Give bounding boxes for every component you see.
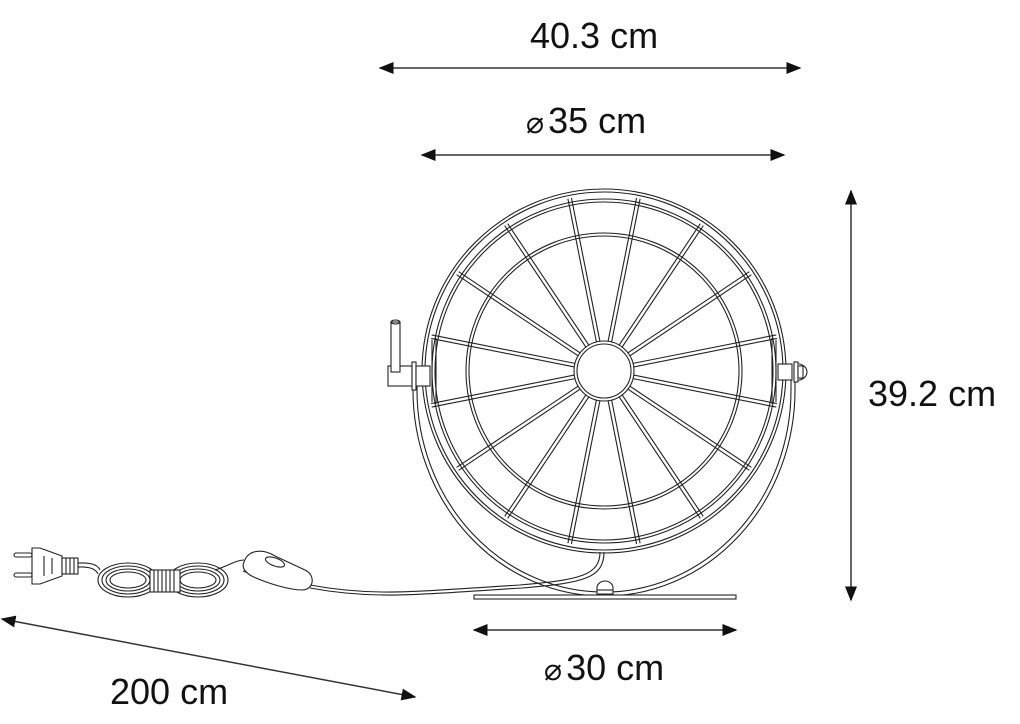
base-plate bbox=[473, 580, 737, 600]
lamp bbox=[13, 188, 808, 600]
center-hub bbox=[573, 340, 635, 402]
adjustment-knob bbox=[387, 319, 431, 391]
shade-diameter-label: ⌀35 cm bbox=[526, 103, 646, 139]
cord-length-label: 200 cm bbox=[110, 674, 228, 710]
overall-width-value: 40.3 cm bbox=[530, 15, 659, 56]
shade-diameter-value: 35 cm bbox=[548, 100, 647, 141]
overall-width-label: 40.3 cm bbox=[530, 18, 658, 54]
inline-switch bbox=[242, 550, 313, 591]
euro-plug bbox=[13, 547, 79, 585]
cord-length-arrow bbox=[0, 615, 417, 701]
coiled-cable bbox=[97, 562, 229, 598]
overall-height-value: 39.2 cm bbox=[868, 373, 997, 414]
cord-length-value: 200 cm bbox=[110, 671, 229, 712]
shade-spokes bbox=[430, 197, 778, 545]
base-diameter-label: ⌀30 cm bbox=[544, 650, 664, 686]
diameter-icon: ⌀ bbox=[544, 653, 563, 688]
overall-height-label: 39.2 cm bbox=[868, 376, 996, 412]
base-diameter-value: 30 cm bbox=[566, 647, 665, 688]
diameter-icon: ⌀ bbox=[526, 106, 545, 141]
pivot-bolt bbox=[777, 361, 808, 383]
